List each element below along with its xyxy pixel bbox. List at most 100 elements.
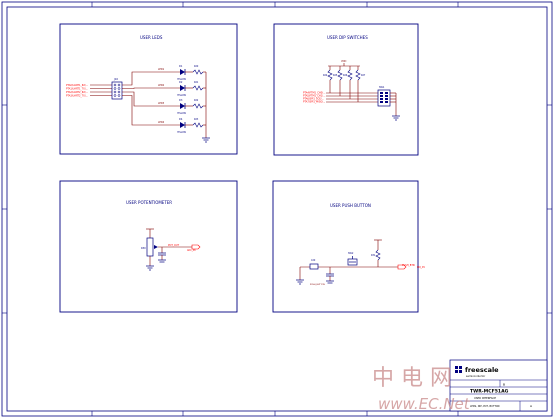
dip-ground-symbol [392, 115, 400, 121]
sheet-title-line-1: USER INTERFACE [474, 396, 496, 400]
title-block-frame [449, 359, 548, 412]
led-row-4: LED4 D4 YELLOW R23 [158, 118, 206, 134]
leds-title: USER LEDS [140, 35, 163, 40]
led-net-1: LED1 [158, 68, 165, 71]
user-potentiometer-block: USER POTENTIOMETER R30 POT_OUT ADC_P8 [59, 180, 238, 313]
dip-signal-wires [326, 92, 378, 103]
dip-resistor-ref-4: R27 [361, 74, 366, 77]
led-1-ref: D1 [179, 65, 183, 68]
dip-pullup-net: VDD [341, 60, 346, 63]
pot-wiper-wire [158, 246, 192, 253]
user-dip-switches-block: USER DIP SWITCHES VDD R24 R25 R26 R27 [273, 23, 419, 156]
sheet-inner-border [6, 6, 548, 412]
led-3-resistor-ref: R22 [194, 99, 199, 102]
leds-header-ref: J10 [113, 77, 118, 81]
pot-ground-symbol [146, 265, 154, 271]
led-net-2: LED2 [158, 84, 165, 87]
led-2-ref: D2 [179, 81, 183, 84]
button-switch-symbol [347, 256, 358, 266]
leds-header [111, 81, 123, 100]
led-3-symbol [180, 103, 185, 109]
pot-supply-wire [146, 228, 154, 238]
button-net-label: PUSH_BTN [402, 264, 415, 267]
led-4-resistor-ref: R23 [194, 118, 199, 121]
led-3-ref: D3 [179, 99, 183, 102]
pot-offsheet-label: ADC_P8 [187, 249, 196, 252]
pot-title: USER POTENTIOMETER [126, 200, 172, 205]
leds-signal-label-3: PTA2/UART2_RX/... [66, 91, 88, 94]
led-1-symbol [180, 69, 185, 75]
button-series-part [309, 263, 319, 270]
button-gnd-label: PUSH_BUTTON [310, 284, 325, 286]
watermark-cn: 中 电 网 [372, 366, 452, 391]
brand-name: freescale [465, 366, 499, 374]
dip-resistor-ref-3: R26 [343, 74, 348, 77]
button-cap-ref: C20 [311, 259, 316, 262]
led-net-4: LED4 [158, 121, 165, 124]
led-3-resistor [192, 103, 204, 109]
leds-fanout-wires [122, 71, 180, 126]
button-offsheet-label: IRQ_P4 [417, 266, 425, 269]
dip-signal-label-4: PTA7/SPI1_MISO/... [303, 101, 326, 104]
dip-ground-wires [390, 92, 397, 116]
leds-frame [59, 23, 238, 155]
pot-wiper-arrow [154, 245, 158, 249]
led-2-resistor [192, 85, 204, 91]
leds-signal-label-1: PTA0/UART1_RX/... [66, 84, 88, 87]
dip-signal-label-2: PTA5/FTM1_CH1/... [303, 95, 326, 98]
led-row-1: LED1 D1 YELLOW R20 [158, 65, 206, 81]
sheet-title-line-2: LEDS, DIP, POT, BUTTON [470, 405, 500, 408]
leds-signal-label-2: PTA1/UART1_TX/... [66, 88, 88, 91]
led-2-symbol [180, 85, 185, 91]
button-pullup-wire [374, 239, 382, 250]
brand-sub: semiconductor [466, 374, 486, 378]
freescale-logo-mark [455, 366, 462, 373]
dip-frame [273, 23, 419, 156]
button-offsheet-connector [397, 264, 407, 270]
led-4-resistor [192, 122, 204, 128]
user-leds-block: USER LEDS PTA0/UART1_RX/... PTA1/UART1_T… [59, 23, 238, 155]
pot-frame [59, 180, 238, 313]
led-2-resistor-ref: R21 [194, 81, 199, 84]
led-3-color: YELLOW [177, 112, 187, 115]
button-ground-symbol [296, 279, 304, 285]
leds-signal-label-4: PTA3/UART2_TX/... [66, 95, 88, 98]
led-2-color: YELLOW [177, 94, 187, 97]
button-frame [272, 180, 419, 313]
dip-pullup-resistors [327, 66, 361, 81]
led-row-3: LED3 D3 YELLOW R22 [158, 99, 206, 115]
dip-signal-label-3: PTA6/SPI1_SCK/... [303, 98, 324, 101]
dip-resistor-ref-2: R25 [333, 74, 338, 77]
board-name: TWR-MCF51AG [470, 389, 509, 395]
pot-ref: R30 [141, 247, 146, 250]
button-cap-symbol [326, 273, 334, 284]
button-switch-ref: SW2 [348, 252, 354, 255]
led-1-resistor-ref: R20 [194, 65, 199, 68]
pot-net-label: POT_OUT [168, 244, 180, 247]
button-title: USER PUSH BUTTON [330, 203, 371, 208]
size-label: B [503, 383, 505, 387]
pot-filter-cap [158, 252, 166, 263]
dip-signal-label-1: PTA4/FTM1_CH0/... [303, 92, 326, 95]
user-push-button-block: USER PUSH BUTTON R31 SW2 C20 PUSH_ [272, 180, 425, 313]
dip-pullup-bar [328, 63, 360, 67]
button-resistor-ref: R31 [371, 254, 376, 257]
dip-switch-ref: SW1 [379, 86, 385, 89]
led-4-color: YELLOW [177, 131, 187, 134]
led-1-color: YELLOW [177, 78, 187, 81]
button-pullup-resistor [375, 249, 381, 261]
dip-switch-body [377, 89, 391, 107]
watermark-url: www.EC.Net [378, 395, 471, 413]
rev-label: A [530, 404, 533, 408]
pot-symbol [146, 237, 154, 257]
watermark: 中 电 网 www.EC.Net [372, 366, 471, 413]
led-row-2: LED2 D2 YELLOW R21 [158, 81, 206, 97]
leds-input-wires [90, 84, 112, 96]
led-net-3: LED3 [158, 102, 165, 105]
dip-resistor-ref-1: R24 [323, 74, 328, 77]
title-block: freescale semiconductor TWR-MCF51AG USER… [449, 359, 548, 412]
leds-ground-symbol [202, 137, 210, 143]
